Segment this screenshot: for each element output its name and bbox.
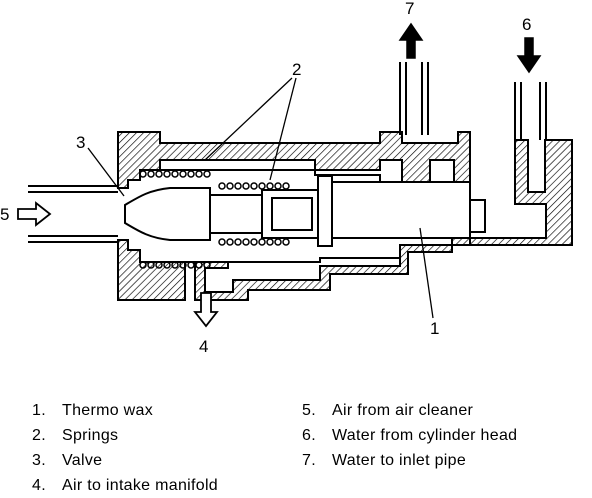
thermo-wax-element <box>317 175 471 247</box>
legend-item-4: 4. Air to intake manifold <box>32 473 218 498</box>
arrow-water-out <box>398 22 424 59</box>
legend-item-3: 3. Valve <box>32 448 218 473</box>
legend-column-right: 5. Air from air cleaner 6. Water from cyli… <box>302 398 517 473</box>
legend-number: 5. <box>302 402 316 419</box>
legend-text: Air from air cleaner <box>332 402 474 419</box>
legend-text: Thermo wax <box>62 402 154 419</box>
legend-item-2: 2. Springs <box>32 423 218 448</box>
callout-3: 3 <box>76 133 85 152</box>
legend-text: Springs <box>62 427 119 444</box>
arrow-air-out <box>193 292 219 328</box>
water-outlet-pipe <box>399 62 429 135</box>
legend-number: 3. <box>32 452 46 469</box>
thermo-valve-diagram: 1 2 3 4 5 6 7 <box>0 0 573 356</box>
legend-text: Air to intake manifold <box>62 477 219 494</box>
legend-item-5: 5. Air from air cleaner <box>302 398 517 423</box>
legend-text: Valve <box>62 452 103 469</box>
leader-lines <box>87 77 434 319</box>
water-inlet-pipe <box>514 82 547 140</box>
spring-upper-inner <box>218 182 290 190</box>
legend-item-1: 1. Thermo wax <box>32 398 218 423</box>
legend: 1. Thermo wax 2. Springs 3. Valve 4. Air to … <box>0 398 592 496</box>
air-inlet-tube <box>28 185 118 243</box>
legend-number: 6. <box>302 427 316 444</box>
valve <box>124 187 319 241</box>
legend-item-7: 7. Water to inlet pipe <box>302 448 517 473</box>
legend-number: 2. <box>32 427 46 444</box>
legend-number: 4. <box>32 477 46 494</box>
legend-item-6: 6. Water from cylinder head <box>302 423 517 448</box>
spring-upper-outer <box>139 170 211 178</box>
legend-column-left: 1. Thermo wax 2. Springs 3. Valve 4. Air to … <box>32 398 218 498</box>
legend-text: Water from cylinder head <box>332 427 518 444</box>
callout-2: 2 <box>292 60 301 79</box>
spring-lower-outer <box>139 261 211 269</box>
legend-text: Water to inlet pipe <box>332 452 467 469</box>
arrow-air-in <box>17 201 52 227</box>
callout-4: 4 <box>199 337 208 356</box>
callout-6: 6 <box>522 15 531 34</box>
legend-number: 7. <box>302 452 316 469</box>
callout-7: 7 <box>405 0 414 18</box>
callout-5: 5 <box>0 205 9 224</box>
callout-1: 1 <box>430 319 439 338</box>
springs <box>139 170 290 269</box>
internal-chamber <box>160 169 486 263</box>
arrow-water-in <box>516 37 542 74</box>
spring-lower-inner <box>218 238 290 246</box>
legend-number: 1. <box>32 402 46 419</box>
